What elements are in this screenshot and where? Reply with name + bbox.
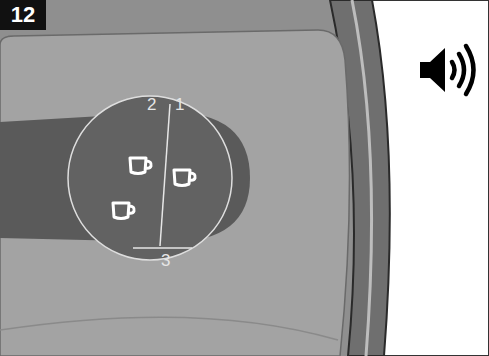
cup-icon [130,158,151,174]
speaker-icon [420,46,474,94]
selection-number: 3 [161,252,170,269]
cup-icons [113,158,195,219]
divider-line [160,104,170,246]
selection-number: 2 [147,96,156,113]
step-number: 12 [11,4,35,26]
selector-circle [68,96,232,260]
cup-icon [113,203,134,219]
housing [0,0,382,356]
display-panel [0,30,349,356]
selection-number: 1 [175,96,184,113]
step-number-box: 12 [0,0,46,30]
panel-edge [0,317,338,340]
rim-highlight [352,0,372,356]
cup-icon [174,170,195,186]
divider-line [133,247,192,249]
